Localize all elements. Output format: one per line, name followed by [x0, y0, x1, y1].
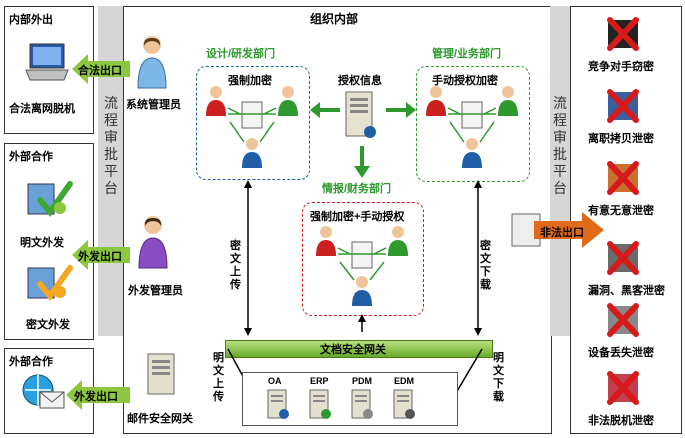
- intel-dept-box: [302, 202, 424, 316]
- right-platform-label: 流程审批平台: [553, 95, 567, 196]
- cipher-send-caption: 密文外发: [26, 319, 70, 331]
- system-label-erp: ERP: [310, 376, 329, 386]
- outbound-exit-arrow-2: [66, 380, 130, 410]
- outbound-admin-icon: [138, 216, 168, 269]
- cipher-flow-lines: [244, 180, 482, 336]
- panel-external-coop-1: [4, 143, 94, 340]
- plain-document-check-icon: [27, 181, 73, 217]
- mail-gateway-server-icon: [147, 353, 175, 395]
- outbound-admin-label: 外发管理员: [128, 285, 183, 297]
- panel-internal-out-caption: 合法离网脱机: [9, 103, 75, 115]
- system-label-edm: EDM: [394, 376, 414, 386]
- cipher-download-label: 密文下载: [480, 240, 491, 291]
- panel-external-coop-2-title: 外部合作: [9, 356, 53, 368]
- system-admin-label: 系统管理员: [126, 99, 181, 111]
- auth-arrows: [310, 102, 416, 178]
- mail-gateway-label: 邮件安全网关: [127, 413, 193, 425]
- threat-icon: [607, 17, 639, 51]
- panel-internal-out-title: 内部外出: [9, 14, 53, 26]
- plain-upload-label: 明文上传: [213, 352, 224, 403]
- system-label-oa: OA: [268, 376, 282, 386]
- legal-exit-label: 合法出口: [78, 65, 122, 77]
- threat-icon: [607, 241, 639, 275]
- threat-label: 非法脱机泄密: [588, 415, 654, 427]
- document-gateway-bar: [225, 340, 493, 358]
- threat-icon: [607, 161, 639, 195]
- organization-area: [123, 6, 552, 434]
- intel-dept-mode: 强制加密+手动授权: [310, 211, 405, 223]
- threat-label: 离职拷贝泄密: [588, 133, 654, 145]
- rd-dept-title: 设计/研发部门: [206, 48, 276, 60]
- threat-icon: [607, 303, 639, 337]
- threat-icon: [607, 89, 639, 123]
- outbound-exit-arrow-1: [72, 240, 130, 270]
- illegal-exit-arrow: [511, 212, 604, 248]
- mgmt-dept-people: [426, 86, 518, 168]
- laptop-icon: [25, 43, 69, 81]
- organization-title: 组织内部: [310, 12, 359, 26]
- outbound-exit-label-2: 外发出口: [74, 391, 118, 403]
- threat-icon: [607, 371, 639, 405]
- threat-label: 竞争对手窃密: [588, 61, 654, 73]
- rd-dept-people: [206, 86, 298, 168]
- mgmt-dept-title: 管理/业务部门: [432, 48, 502, 60]
- threat-label: 有意无意泄密: [588, 205, 654, 217]
- email-globe-icon: [22, 374, 65, 409]
- panel-external-coop-1-title: 外部合作: [9, 151, 53, 163]
- auth-info-label: 授权信息: [338, 75, 382, 87]
- cipher-document-check-icon: [27, 265, 73, 301]
- rd-dept-mode: 强制加密: [228, 75, 272, 87]
- right-platform-strip: [550, 6, 570, 336]
- document-gateway-label: 文档安全网关: [320, 344, 386, 356]
- auth-server-icon: [345, 91, 376, 138]
- intel-dept-title: 情报/财务部门: [322, 183, 392, 195]
- left-platform-label: 流程审批平台: [104, 95, 118, 196]
- legal-exit-arrow: [72, 54, 130, 84]
- threat-label: 漏洞、黑客泄密: [588, 285, 665, 297]
- server-icon: [351, 389, 373, 419]
- server-icon: [267, 389, 289, 419]
- system-label-pdm: PDM: [352, 376, 372, 386]
- illegal-exit-label: 非法出口: [540, 227, 584, 239]
- mgmt-dept-box: [416, 66, 530, 182]
- server-icon: [309, 389, 331, 419]
- threat-label: 设备丢失泄密: [588, 347, 654, 359]
- outbound-exit-label-1: 外发出口: [78, 251, 122, 263]
- system-admin-icon: [137, 36, 167, 89]
- mgmt-dept-mode: 手动授权加密: [432, 75, 498, 87]
- cipher-upload-label: 密文上传: [230, 240, 241, 291]
- rd-dept-box: [196, 66, 310, 180]
- intel-dept-people: [316, 226, 408, 306]
- plain-download-label: 明文下载: [493, 352, 504, 403]
- server-icon: [393, 389, 415, 419]
- plain-send-caption: 明文外发: [20, 237, 64, 249]
